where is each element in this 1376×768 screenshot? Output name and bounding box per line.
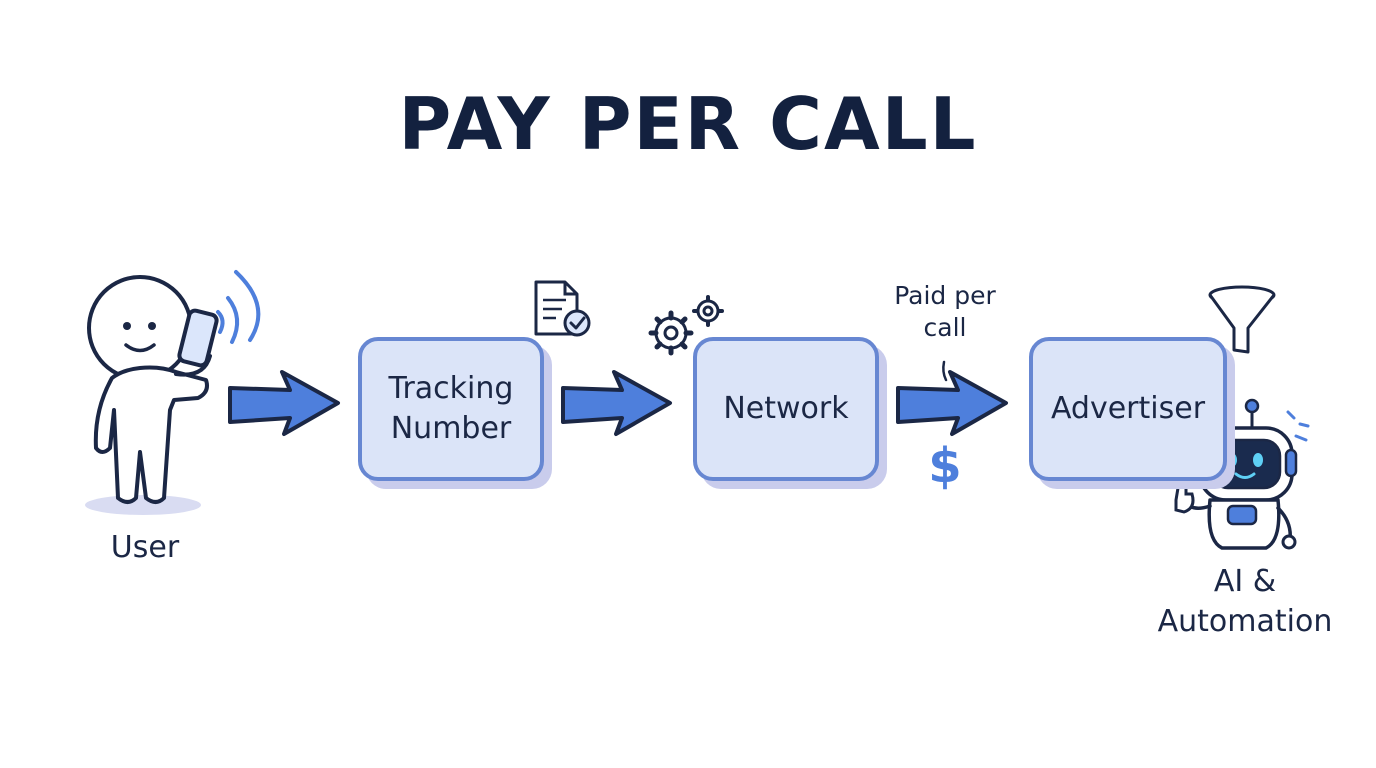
page-title: PAY PER CALL: [398, 82, 978, 166]
robot-icon: [1174, 398, 1310, 550]
user-figure-icon: [85, 275, 209, 515]
arrow-network-to-advertiser: [896, 360, 1008, 436]
dollar-icon: $: [928, 438, 962, 494]
document-check-icon: [534, 280, 591, 337]
arrow-tracking-to-network: [561, 370, 672, 436]
tracking-number-node: Tracking Number: [358, 337, 544, 481]
ai-automation-label: AI & Automation: [1157, 564, 1333, 639]
gears-icon: [648, 295, 724, 356]
paid-per-call-label: Paid per call: [894, 281, 996, 342]
funnel-icon: [1208, 285, 1276, 354]
advertiser-node: Advertiser: [1029, 337, 1227, 481]
user-label: User: [110, 530, 180, 565]
arrow-user-to-tracking: [228, 370, 340, 436]
network-node: Network: [693, 337, 879, 481]
phone-icon: [174, 308, 219, 377]
signal-waves-icon: [216, 270, 261, 344]
